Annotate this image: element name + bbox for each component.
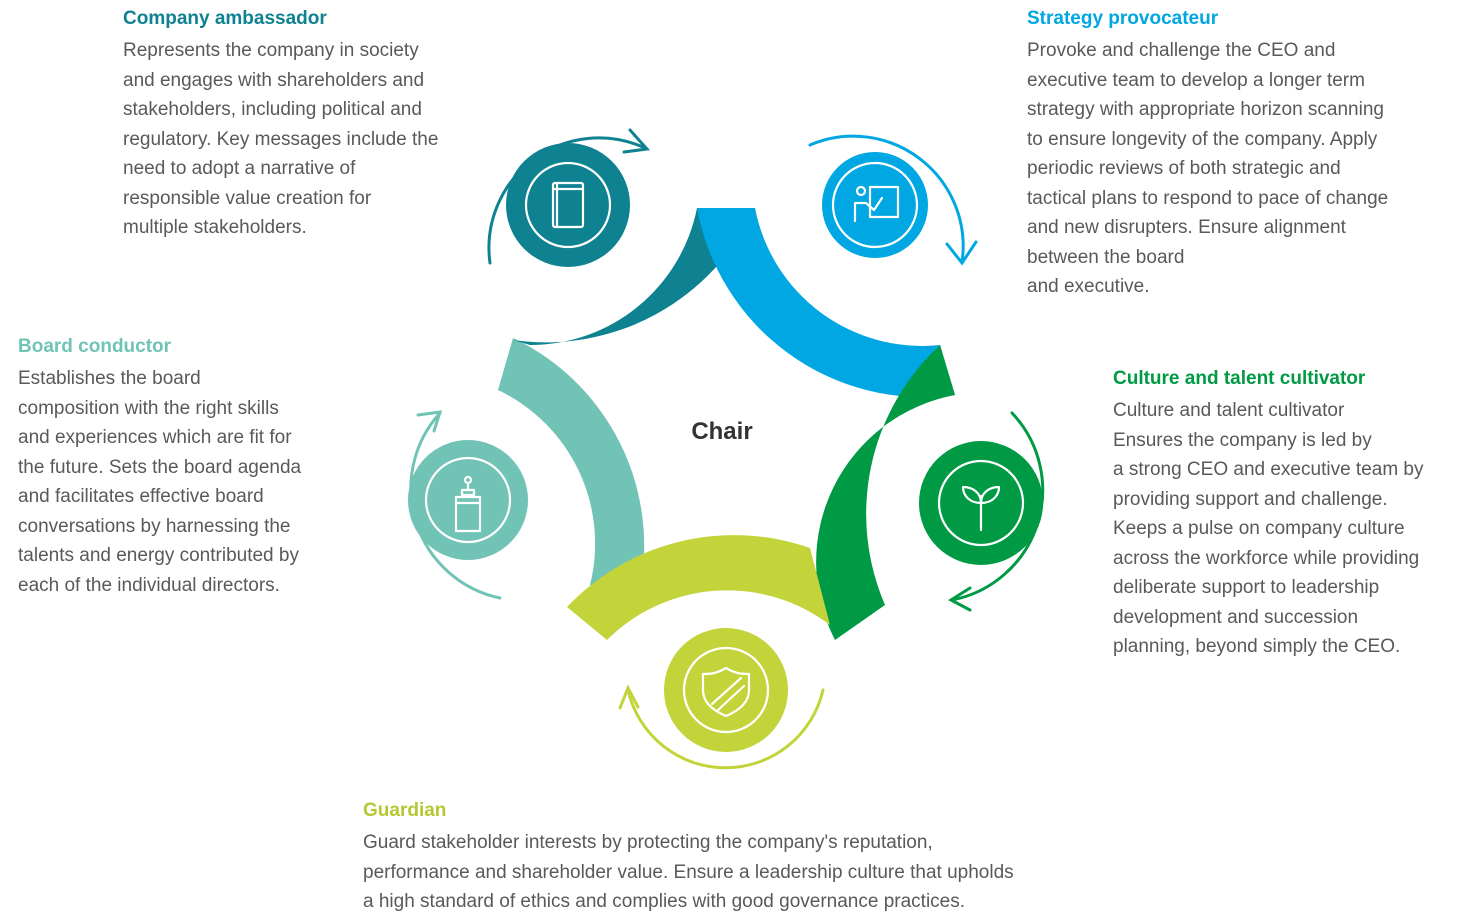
segment-provocateur [697, 208, 955, 398]
role-company-ambassador: Company ambassador Represents the compan… [123, 8, 463, 243]
role-description: Establishes the board composition with t… [18, 368, 302, 596]
arrowhead-provocateur [945, 240, 978, 266]
role-title: Strategy provocateur [1027, 8, 1219, 29]
center-label-chair: Chair [691, 418, 753, 445]
ambassador-icon-circle [506, 143, 630, 267]
role-board-conductor: Board conductor Establishes the board co… [18, 336, 328, 600]
role-culture-talent-cultivator: Culture and talent cultivator Culture an… [1113, 368, 1458, 662]
sprout-icon [961, 485, 1001, 532]
role-title: Board conductor [18, 336, 172, 357]
segment-conductor [498, 338, 645, 610]
arrow-guardian [626, 688, 825, 770]
podium-microphone-icon [454, 475, 482, 533]
role-title: Company ambassador [123, 8, 327, 29]
arrowhead-guardian [618, 684, 640, 710]
role-title: Culture and talent cultivator [1113, 368, 1366, 389]
provocateur-icon-circle [822, 152, 928, 258]
role-title: Guardian [363, 800, 447, 821]
arrowhead-ambassador [622, 128, 651, 154]
arrowhead-conductor [416, 410, 443, 433]
arrow-provocateur [808, 134, 965, 264]
role-description: Provoke and challenge the CEO and execut… [1027, 40, 1389, 297]
role-guardian: Guardian Guard stakeholder interests by … [363, 800, 1083, 917]
role-description: Guard stakeholder interests by protectin… [363, 832, 1014, 912]
shield-icon [701, 666, 751, 718]
arrowhead-cultivator [948, 586, 972, 612]
book-icon [551, 181, 585, 229]
segment-cultivator [816, 345, 955, 640]
role-strategy-provocateur: Strategy provocateur Provoke and challen… [1027, 8, 1447, 302]
segment-ambassador [513, 208, 755, 346]
presenter-board-icon [853, 185, 900, 223]
segment-guardian [567, 535, 830, 640]
role-description: Represents the company in society and en… [123, 40, 439, 238]
role-description: Culture and talent cultivator Ensures th… [1113, 400, 1424, 657]
